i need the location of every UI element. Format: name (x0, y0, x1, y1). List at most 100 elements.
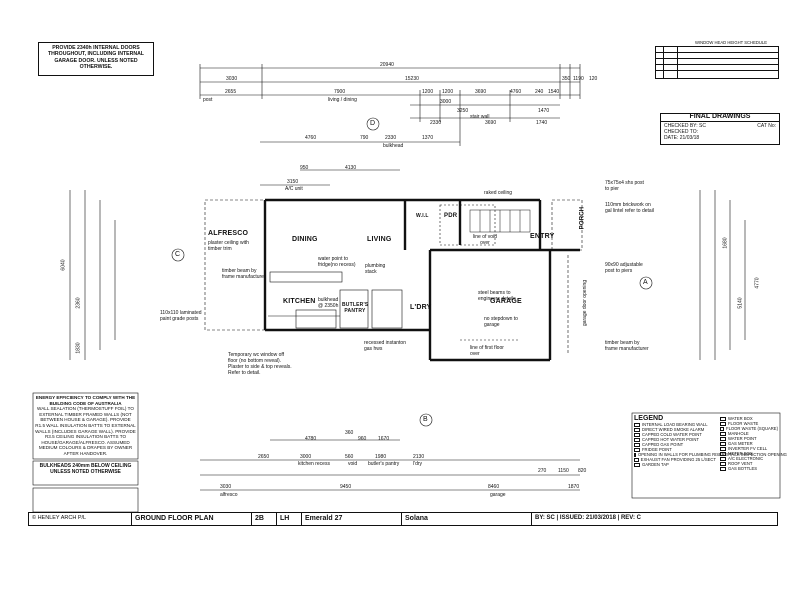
timber-beam-left: timber beam by frame manufacturer (222, 268, 266, 280)
dim-d3: 350 (562, 76, 571, 82)
copyright: © HENLEY ARCH P/L (29, 513, 132, 525)
dim-d13: 1540 (548, 89, 560, 95)
steel-beams: steel beams to engineers details (478, 290, 516, 302)
legend-label: INVERTER FV CELL (728, 446, 768, 451)
final-drawings-title: FINAL DRAWINGS (661, 113, 779, 122)
lbl-alfresco-b: alfresco (220, 492, 238, 498)
dim-d25: 4130 (345, 165, 357, 171)
garage-door-opening: garage door opening (582, 279, 589, 327)
dim-b10: 270 (538, 468, 547, 474)
legend-item: METER BOX (720, 451, 778, 456)
legend-symbol-icon (634, 447, 640, 452)
grid-c: C (175, 251, 181, 258)
room-dining: DINING (292, 236, 318, 243)
legend-item: GAS METER (720, 441, 778, 446)
adjustable-post: 90x90 adjustable post to piers (605, 262, 643, 274)
room-pdr: PDR (444, 213, 458, 219)
legend-symbol-icon (634, 437, 640, 442)
dim-b4: 360 (345, 430, 354, 436)
room-garage: GARAGE (490, 298, 522, 305)
legend-label: METER BOX (728, 451, 753, 456)
dim-overall: 20940 (380, 62, 394, 68)
legend-symbol-icon (720, 431, 726, 436)
dim-d6: 2655 (225, 89, 237, 95)
dim-d19: 3250 (457, 108, 469, 114)
schedule-title: WINDOW HEAD HEIGHT SCHEDULE (695, 40, 768, 45)
dim-b13: 3030 (220, 484, 232, 490)
legend-item: INTERNAL LOAD BEARING WALL (634, 422, 716, 427)
ac-unit-label: A/C unit (285, 186, 303, 192)
dim-d4: 1190 (573, 76, 584, 82)
legend-symbol-icon (634, 457, 639, 462)
legend-symbol-icon (634, 432, 640, 437)
dim-d16: 2330 (385, 135, 397, 141)
energy-body: WALL SEALATION (THERMOSTUFF FOIL) TO EXT… (35, 406, 136, 456)
legend-title: LEGEND (634, 415, 664, 422)
lbl-living-dining: living / dining (328, 97, 357, 103)
energy-title: ENERGY EFFICIENCY TO COMPLY WITH THE BUI… (35, 395, 136, 406)
legend-label: FLOOR WASTE (SQUARE) (726, 426, 778, 431)
legend-item: CAPPED COLD WATER POINT (634, 432, 716, 437)
dim-b16: 1870 (568, 484, 580, 490)
brickwork-note: 110mm brickwork on gal lintel refer to d… (605, 202, 654, 214)
legend-item: A/C ELECTRONIC (720, 456, 778, 461)
dim-left-2: 2360 (75, 297, 82, 309)
legend-label: EXHAUST FAN PROVIDING 25 L/SECT (640, 457, 716, 462)
lbl-void: void (348, 461, 358, 467)
grid-d: D (370, 120, 376, 127)
dim-right-2: 5140 (737, 297, 744, 309)
legend-symbol-icon (634, 427, 640, 432)
legend-label: WATER BOX (728, 416, 753, 421)
facade-name: Solana (402, 513, 532, 525)
legend-label: FLOOR WASTE (728, 421, 759, 426)
internal-doors-text: PROVIDE 2340h INTERNAL DOORS THROUGHOUT,… (48, 45, 144, 71)
dim-d14: 4760 (305, 135, 317, 141)
dim-b12: 820 (578, 468, 587, 474)
dim-d26: 3150 (287, 179, 299, 185)
recessed-hws: recessed instanton gas hws (364, 340, 406, 352)
energy-notes: ENERGY EFFICIENCY TO COMPLY WITH THE BUI… (35, 395, 136, 457)
dim-right-3: 1680 (722, 237, 729, 249)
room-entry: ENTRY (530, 233, 555, 240)
date-label: DATE: (664, 135, 679, 141)
legend-symbol-icon (720, 416, 726, 421)
room-ldry: L'DRY (410, 304, 432, 311)
title-strip: © HENLEY ARCH P/L GROUND FLOOR PLAN 2B L… (28, 512, 778, 526)
dim-b14: 9450 (340, 484, 352, 490)
legend-item: GAS BOTTLES (720, 466, 778, 471)
room-kitchen: KITCHEN (283, 298, 316, 305)
bulkheads-note: BULKHEADS 240mm BELOW CEILING UNLESS NOT… (39, 463, 132, 475)
dim-b15: 8460 (488, 484, 500, 490)
legend-label: DIRECT WIRED SMOKE ALARM (642, 427, 705, 432)
legend-item: INVERTER FV CELL (720, 446, 778, 451)
legend-label: INTERNAL LOAD BEARING WALL (642, 422, 708, 427)
dim-d11: 4760 (510, 89, 522, 95)
legend-item: FRIDGE POINT (634, 447, 716, 452)
final-drawings-box: FINAL DRAWINGS CHECKED BY: SC CAT No: CH… (660, 113, 780, 145)
lbl-butlers: butler's pantry (368, 461, 400, 467)
plan-code: 2B (252, 513, 277, 525)
dim-d7: 7900 (334, 89, 346, 95)
dim-d2: 15230 (405, 76, 419, 82)
water-point: water point to fridge(no recess) (318, 256, 356, 268)
legend-symbol-icon (720, 436, 726, 441)
legend-item: OPENING IN WALLS FOR PLUMBING RISER STAC… (634, 452, 787, 457)
legend-item: CAPPED GAS POINT (634, 442, 716, 447)
post-pier: 75x75x4 shs post to pier (605, 180, 644, 192)
legend-label: GAS BOTTLES (728, 466, 758, 471)
legend-symbol-icon (720, 426, 725, 431)
legend-symbol-icon (720, 446, 726, 451)
legend-label: A/C ELECTRONIC (728, 456, 764, 461)
dim-left-1: 6040 (60, 259, 67, 271)
dim-d15: 790 (360, 135, 369, 141)
dim-b8: 1980 (375, 454, 387, 460)
plumbing-stack: plumbing stack (365, 263, 386, 275)
dim-right-1: 4770 (754, 277, 761, 289)
lbl-stair-wall: stair wall (470, 114, 490, 120)
first-floor-over: line of first floor over (470, 345, 504, 357)
dim-d8: 1200 (422, 89, 434, 95)
dim-d5: 120 (589, 76, 598, 82)
